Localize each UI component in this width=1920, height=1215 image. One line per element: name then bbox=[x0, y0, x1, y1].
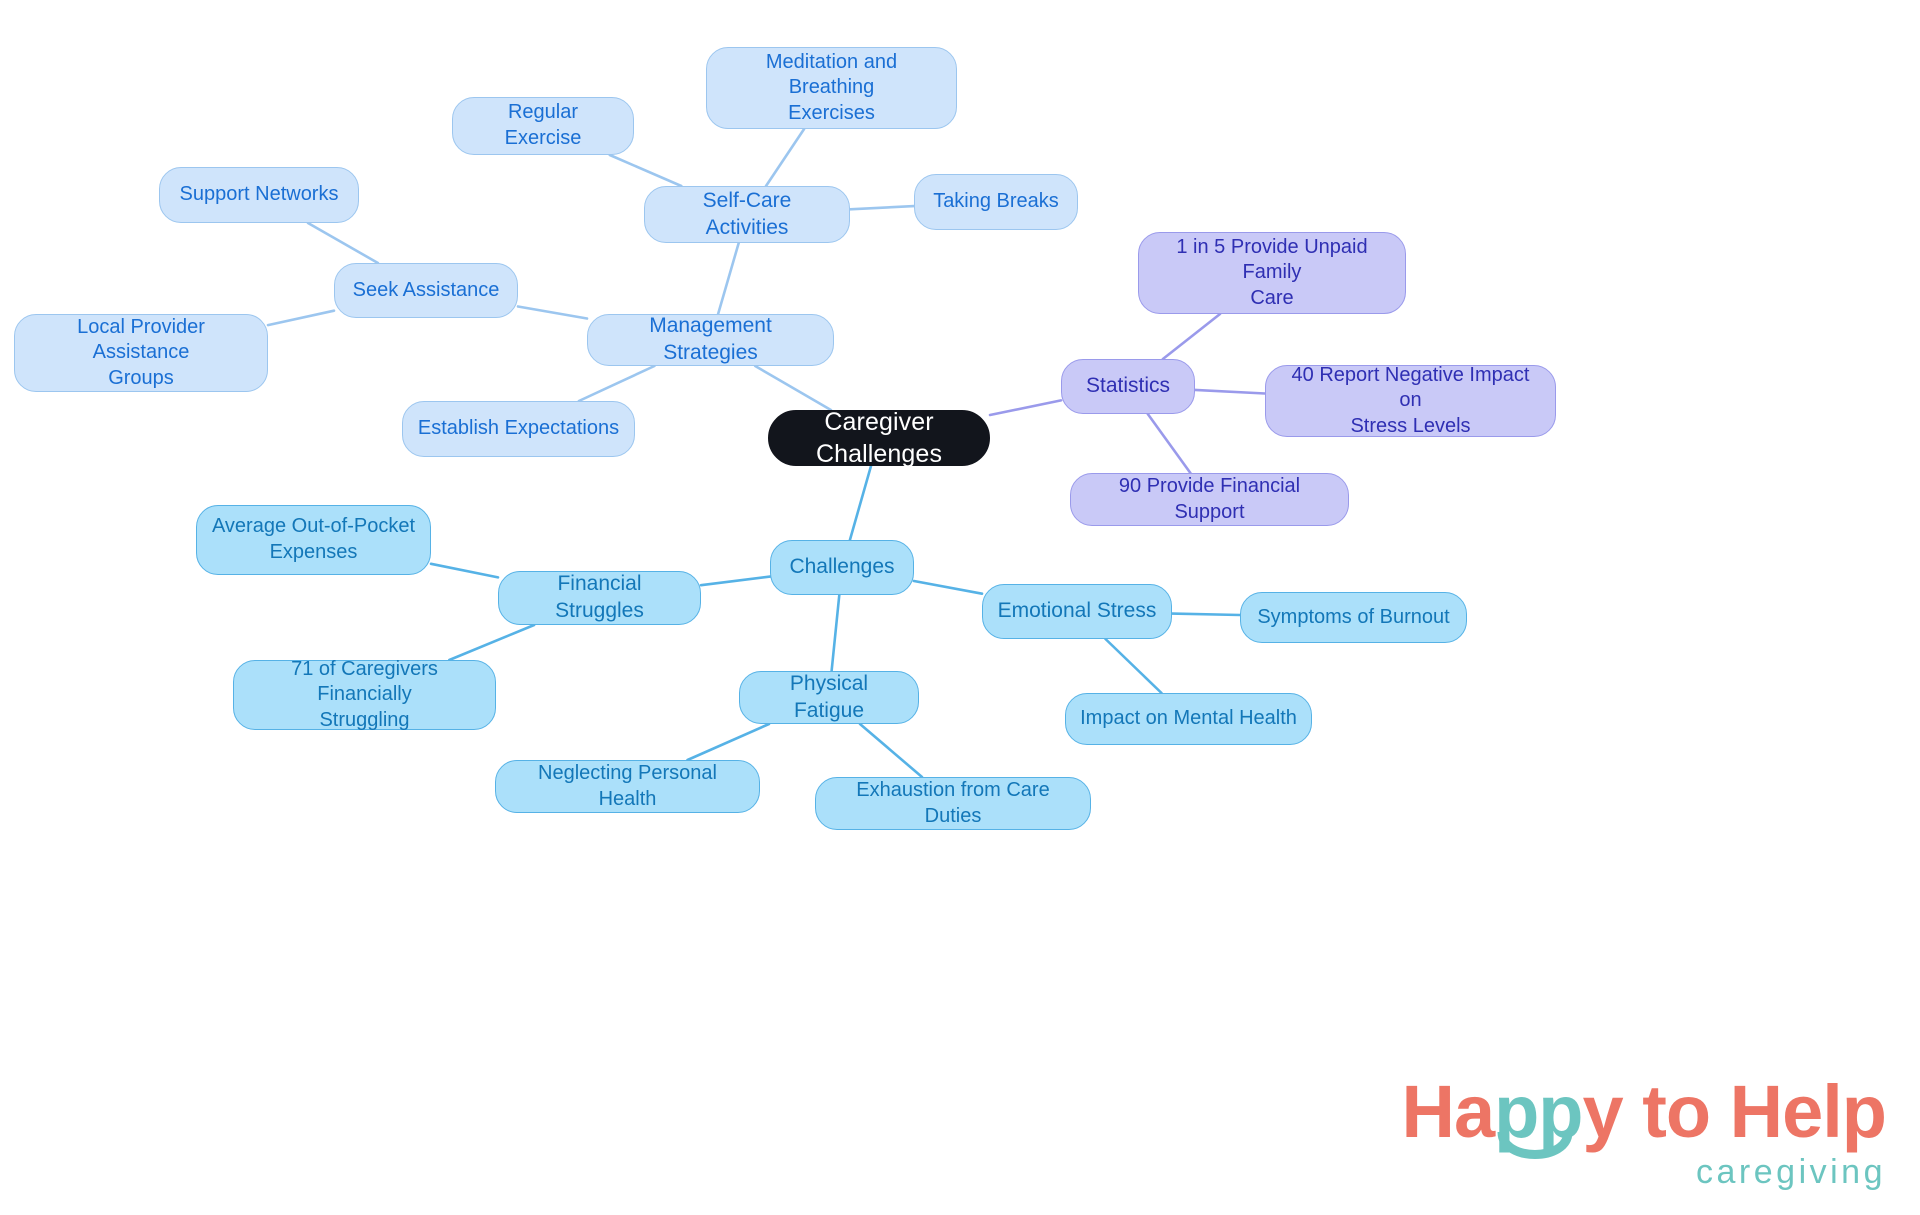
mindmap-node-ninety[interactable]: 90 Provide Financial Support bbox=[1070, 473, 1349, 526]
smile-icon bbox=[1497, 1131, 1573, 1159]
mindmap-edge-stats-to-forty bbox=[1193, 388, 1267, 395]
mindmap-edge-selfcare-to-meditation bbox=[764, 127, 806, 188]
logo-to-help: to Help bbox=[1622, 1070, 1887, 1153]
mindmap-edge-financial-to-outofpocket bbox=[429, 562, 500, 579]
mindmap-node-emotional[interactable]: Emotional Stress bbox=[982, 584, 1172, 639]
mindmap-edge-fatigue-to-exhaustion bbox=[858, 722, 924, 779]
mindmap-edge-mgmt-to-selfcare bbox=[716, 241, 741, 316]
mindmap-node-forty[interactable]: 40 Report Negative Impact on Stress Leve… bbox=[1265, 364, 1556, 437]
mindmap-edge-root-to-challenges bbox=[848, 464, 873, 542]
mindmap-node-burnout[interactable]: Symptoms of Burnout bbox=[1240, 592, 1467, 643]
mindmap-node-breaks[interactable]: Taking Breaks bbox=[914, 174, 1078, 230]
mindmap-node-mgmt[interactable]: Management Strategies bbox=[587, 314, 834, 366]
mindmap-node-seventyone[interactable]: 71 of Caregivers Financially Struggling bbox=[233, 658, 496, 731]
mindmap-node-selfcare[interactable]: Self-Care Activities bbox=[644, 186, 850, 243]
mindmap-node-expect[interactable]: Establish Expectations bbox=[402, 401, 635, 457]
mindmap-edge-emotional-to-mental bbox=[1104, 637, 1163, 695]
mindmap-edge-root-to-mgmt bbox=[753, 364, 833, 412]
mindmap-node-root[interactable]: Caregiver Challenges bbox=[768, 408, 990, 468]
mindmap-node-meditation[interactable]: Meditation and Breathing Exercises bbox=[706, 47, 957, 129]
mindmap-edge-mgmt-to-seek bbox=[516, 305, 589, 320]
mindmap-node-exhaustion[interactable]: Exhaustion from Care Duties bbox=[815, 777, 1091, 830]
mindmap-edge-emotional-to-burnout bbox=[1170, 612, 1242, 617]
mindmap-node-support[interactable]: Support Networks bbox=[159, 167, 359, 223]
logo-happy-ha: Ha bbox=[1401, 1070, 1496, 1153]
mindmap-edge-stats-to-oneinfive bbox=[1161, 312, 1222, 361]
mindmap-edge-stats-to-ninety bbox=[1146, 412, 1192, 475]
mindmap-edge-financial-to-seventyone bbox=[447, 623, 536, 662]
mindmap-node-seek[interactable]: Seek Assistance bbox=[334, 263, 518, 318]
mindmap-edge-challenges-to-financial bbox=[699, 575, 772, 587]
mindmap-edge-mgmt-to-expect bbox=[577, 364, 656, 403]
mindmap-node-exercise[interactable]: Regular Exercise bbox=[452, 97, 634, 155]
mindmap-node-oneinfive[interactable]: 1 in 5 Provide Unpaid Family Care bbox=[1138, 232, 1406, 314]
logo-tagline: caregiving bbox=[1696, 1153, 1886, 1191]
mindmap-node-neglect[interactable]: Neglecting Personal Health bbox=[495, 760, 760, 813]
mindmap-edge-seek-to-localprov bbox=[266, 309, 336, 327]
mindmap-node-stats[interactable]: Statistics bbox=[1061, 359, 1195, 414]
mindmap-edge-selfcare-to-exercise bbox=[608, 153, 683, 188]
mindmap-node-mental[interactable]: Impact on Mental Health bbox=[1065, 693, 1312, 745]
mindmap-node-financial[interactable]: Financial Struggles bbox=[498, 571, 701, 625]
mindmap-edge-selfcare-to-breaks bbox=[848, 204, 916, 211]
mindmap-edge-root-to-stats bbox=[988, 399, 1063, 417]
mindmap-edge-challenges-to-fatigue bbox=[830, 593, 841, 673]
mindmap-edge-fatigue-to-neglect bbox=[686, 722, 771, 762]
mindmap-edge-seek-to-support bbox=[306, 221, 380, 265]
logo-happy-y: y bbox=[1582, 1070, 1624, 1153]
mindmap-node-localprov[interactable]: Local Provider Assistance Groups bbox=[14, 314, 268, 392]
mindmap-node-challenges[interactable]: Challenges bbox=[770, 540, 914, 595]
logo-happy-pp: pp bbox=[1494, 1070, 1584, 1159]
mindmap-node-fatigue[interactable]: Physical Fatigue bbox=[739, 671, 919, 724]
mindmap-edge-challenges-to-emotional bbox=[912, 579, 984, 596]
mindmap-node-outofpocket[interactable]: Average Out-of-Pocket Expenses bbox=[196, 505, 431, 575]
